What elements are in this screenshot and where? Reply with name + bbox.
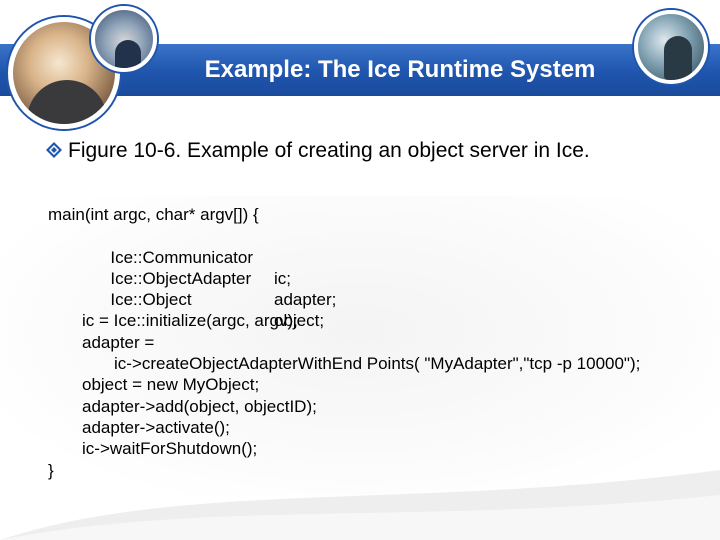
code-line-activate: adapter->activate(); [82,417,230,437]
slide-title: Example: The Ice Runtime System [204,56,596,83]
code-block: main(int argc, char* argv[]) { Ice::Comm… [48,204,640,481]
code-line-object: object = new MyObject; [82,375,260,395]
decl-name: ic; [274,268,291,288]
team-meeting-photo [634,10,708,84]
code-line-init: ic = Ice::initialize(argc, argv); [82,311,298,331]
office-worker-photo [91,6,157,72]
code-line-decl: Ice::Communicator ic; [48,225,640,288]
bullet-item: Figure 10-6. Example of creating an obje… [46,139,590,163]
decl-type: Ice::ObjectAdapter [110,268,252,288]
code-line-create: ic->createObjectAdapterWithEnd Points( "… [114,354,641,374]
code-line-adapter: adapter = [82,332,155,352]
decl-name: adapter; [274,290,337,310]
code-background [0,196,720,496]
bottom-swoosh-decoration [0,470,720,540]
bullet-text: Figure 10-6. Example of creating an obje… [68,139,590,162]
code-line-decl: Ice::Object object; [48,268,640,330]
decl-type: Ice::Object [110,290,192,310]
business-people-photo [8,17,120,129]
code-line-add: adapter->add(object, objectID); [82,396,317,416]
code-line-decl: Ice::ObjectAdapter adapter; [48,247,640,309]
code-line-blank [48,289,640,310]
decl-name: object; [274,311,325,331]
code-line-wait: ic->waitForShutdown(); [82,439,258,459]
diamond-bullet-icon [46,142,62,158]
decl-type: Ice::Communicator [110,247,254,267]
code-line-close: } [48,460,54,480]
code-line-main: main(int argc, char* argv[]) { [48,205,259,224]
